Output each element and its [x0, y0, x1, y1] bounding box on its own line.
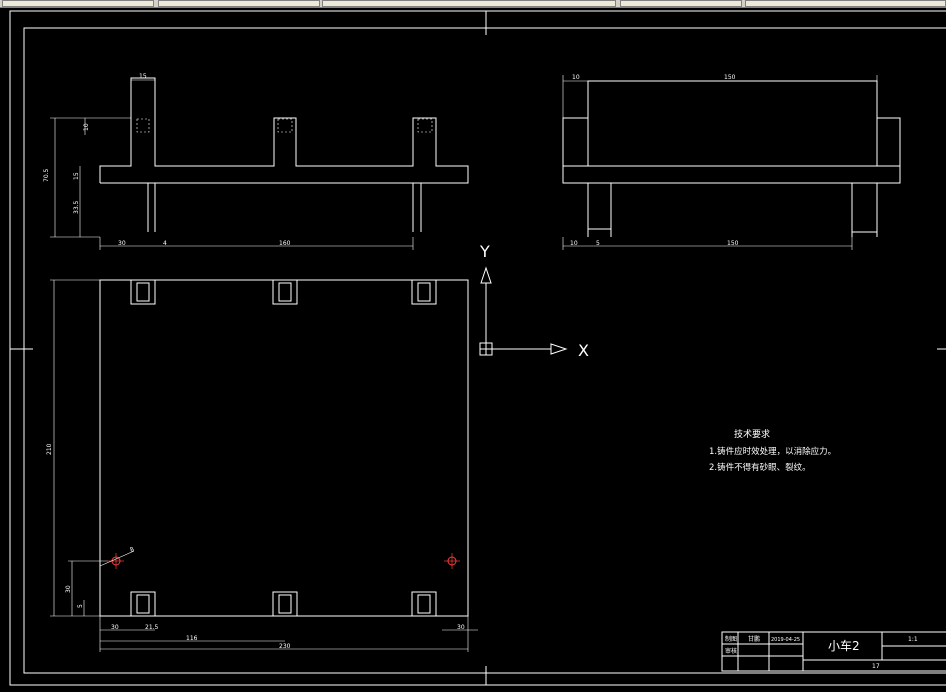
- title-date: 2019-04-25: [771, 637, 800, 643]
- side-view[interactable]: 10 150 10 5 150: [562, 74, 901, 250]
- dim-side-top-left: 10: [572, 74, 580, 81]
- toolbar-strip: [0, 0, 946, 8]
- crosshair-icon: [108, 553, 124, 569]
- dim-side-bottom-length: 150: [727, 240, 739, 247]
- sheet-inner-border: [23, 27, 946, 674]
- side-view-beam: [562, 165, 901, 184]
- dim-side-top-length: 150: [724, 74, 736, 81]
- ucs-icon: [479, 266, 568, 356]
- title-checker-label: 审核: [725, 647, 737, 655]
- hidden-slot: [136, 118, 150, 133]
- leader-line: [99, 550, 135, 567]
- dim-plan-left-b: 21.5: [145, 624, 159, 631]
- dim-front-overall-height: 70.5: [43, 168, 50, 182]
- dim-plan-overall: 230: [279, 643, 291, 650]
- tech-title: 技术要求: [734, 428, 770, 440]
- title-drawing-no: 17: [872, 663, 880, 670]
- dim-front-beam: 15: [73, 172, 80, 180]
- title-block[interactable]: 制图 甘鹏 2019-04-25 审核 小车2 1:1 17: [721, 631, 946, 672]
- tech-line-2: 2.铸件不得有砂眼、裂纹。: [709, 462, 811, 473]
- plan-outline: [99, 279, 469, 617]
- dim-front-left-offset: 30: [118, 240, 126, 247]
- dim-plan-left-a: 30: [111, 624, 119, 631]
- dim-plan-height: 210: [46, 443, 53, 455]
- toolbar-slot[interactable]: [158, 0, 320, 7]
- crosshair-icon: [444, 553, 460, 569]
- dim-plan-bottom-offset: 30: [65, 585, 72, 593]
- dim-plan-small-gap: 5: [77, 604, 84, 608]
- side-view-end: [876, 117, 901, 167]
- title-scale: 1:1: [908, 636, 918, 643]
- title-block-frame: [721, 631, 946, 672]
- dim-front-top-width: 15: [139, 73, 147, 80]
- dim-plan-mid: 116: [186, 635, 198, 642]
- hole-size-label: 8: [129, 546, 136, 554]
- sheet-outer-border: [9, 10, 946, 686]
- toolbar-slot[interactable]: [322, 0, 616, 7]
- dim-front-upper: 10: [83, 123, 90, 131]
- ucs-y-label: Y: [479, 242, 490, 261]
- title-designer-name: 甘鹏: [748, 635, 760, 643]
- cad-drawing[interactable]: 15 70.5 10 15 33.5 30 4 160 10 150: [0, 7, 946, 688]
- ucs-x-label: X: [578, 341, 589, 360]
- dim-side-bottom-left: 10: [570, 240, 578, 247]
- dim-front-gap: 4: [163, 240, 167, 247]
- title-designer-label: 制图: [725, 635, 737, 643]
- dim-front-span: 160: [279, 240, 291, 247]
- hidden-slot: [417, 118, 433, 133]
- technical-requirements[interactable]: 技术要求 1.铸件应时效处理，以消除应力。 2.铸件不得有砂眼、裂纹。: [709, 428, 836, 473]
- toolbar-slot[interactable]: [745, 0, 946, 7]
- tech-line-1: 1.铸件应时效处理，以消除应力。: [709, 446, 836, 457]
- front-view-outline: [99, 77, 469, 184]
- front-view[interactable]: 15 70.5 10 15 33.5 30 4 160: [43, 73, 469, 250]
- title-part-name: 小车2: [828, 638, 860, 653]
- plan-slots: [130, 279, 437, 617]
- dim-front-lower: 33.5: [73, 200, 80, 214]
- dim-plan-right: 30: [457, 624, 465, 631]
- toolbar-slot[interactable]: [2, 0, 154, 7]
- drawing-canvas[interactable]: 15 70.5 10 15 33.5 30 4 160 10 150: [0, 7, 946, 688]
- side-view-body: [587, 80, 878, 167]
- plan-view[interactable]: 8 210 30 5 30 21.5 116 30 230: [46, 279, 478, 652]
- toolbar-slot[interactable]: [620, 0, 742, 7]
- hidden-slot: [277, 118, 293, 133]
- dim-side-bottom-small: 5: [596, 240, 600, 247]
- side-view-end: [562, 117, 589, 167]
